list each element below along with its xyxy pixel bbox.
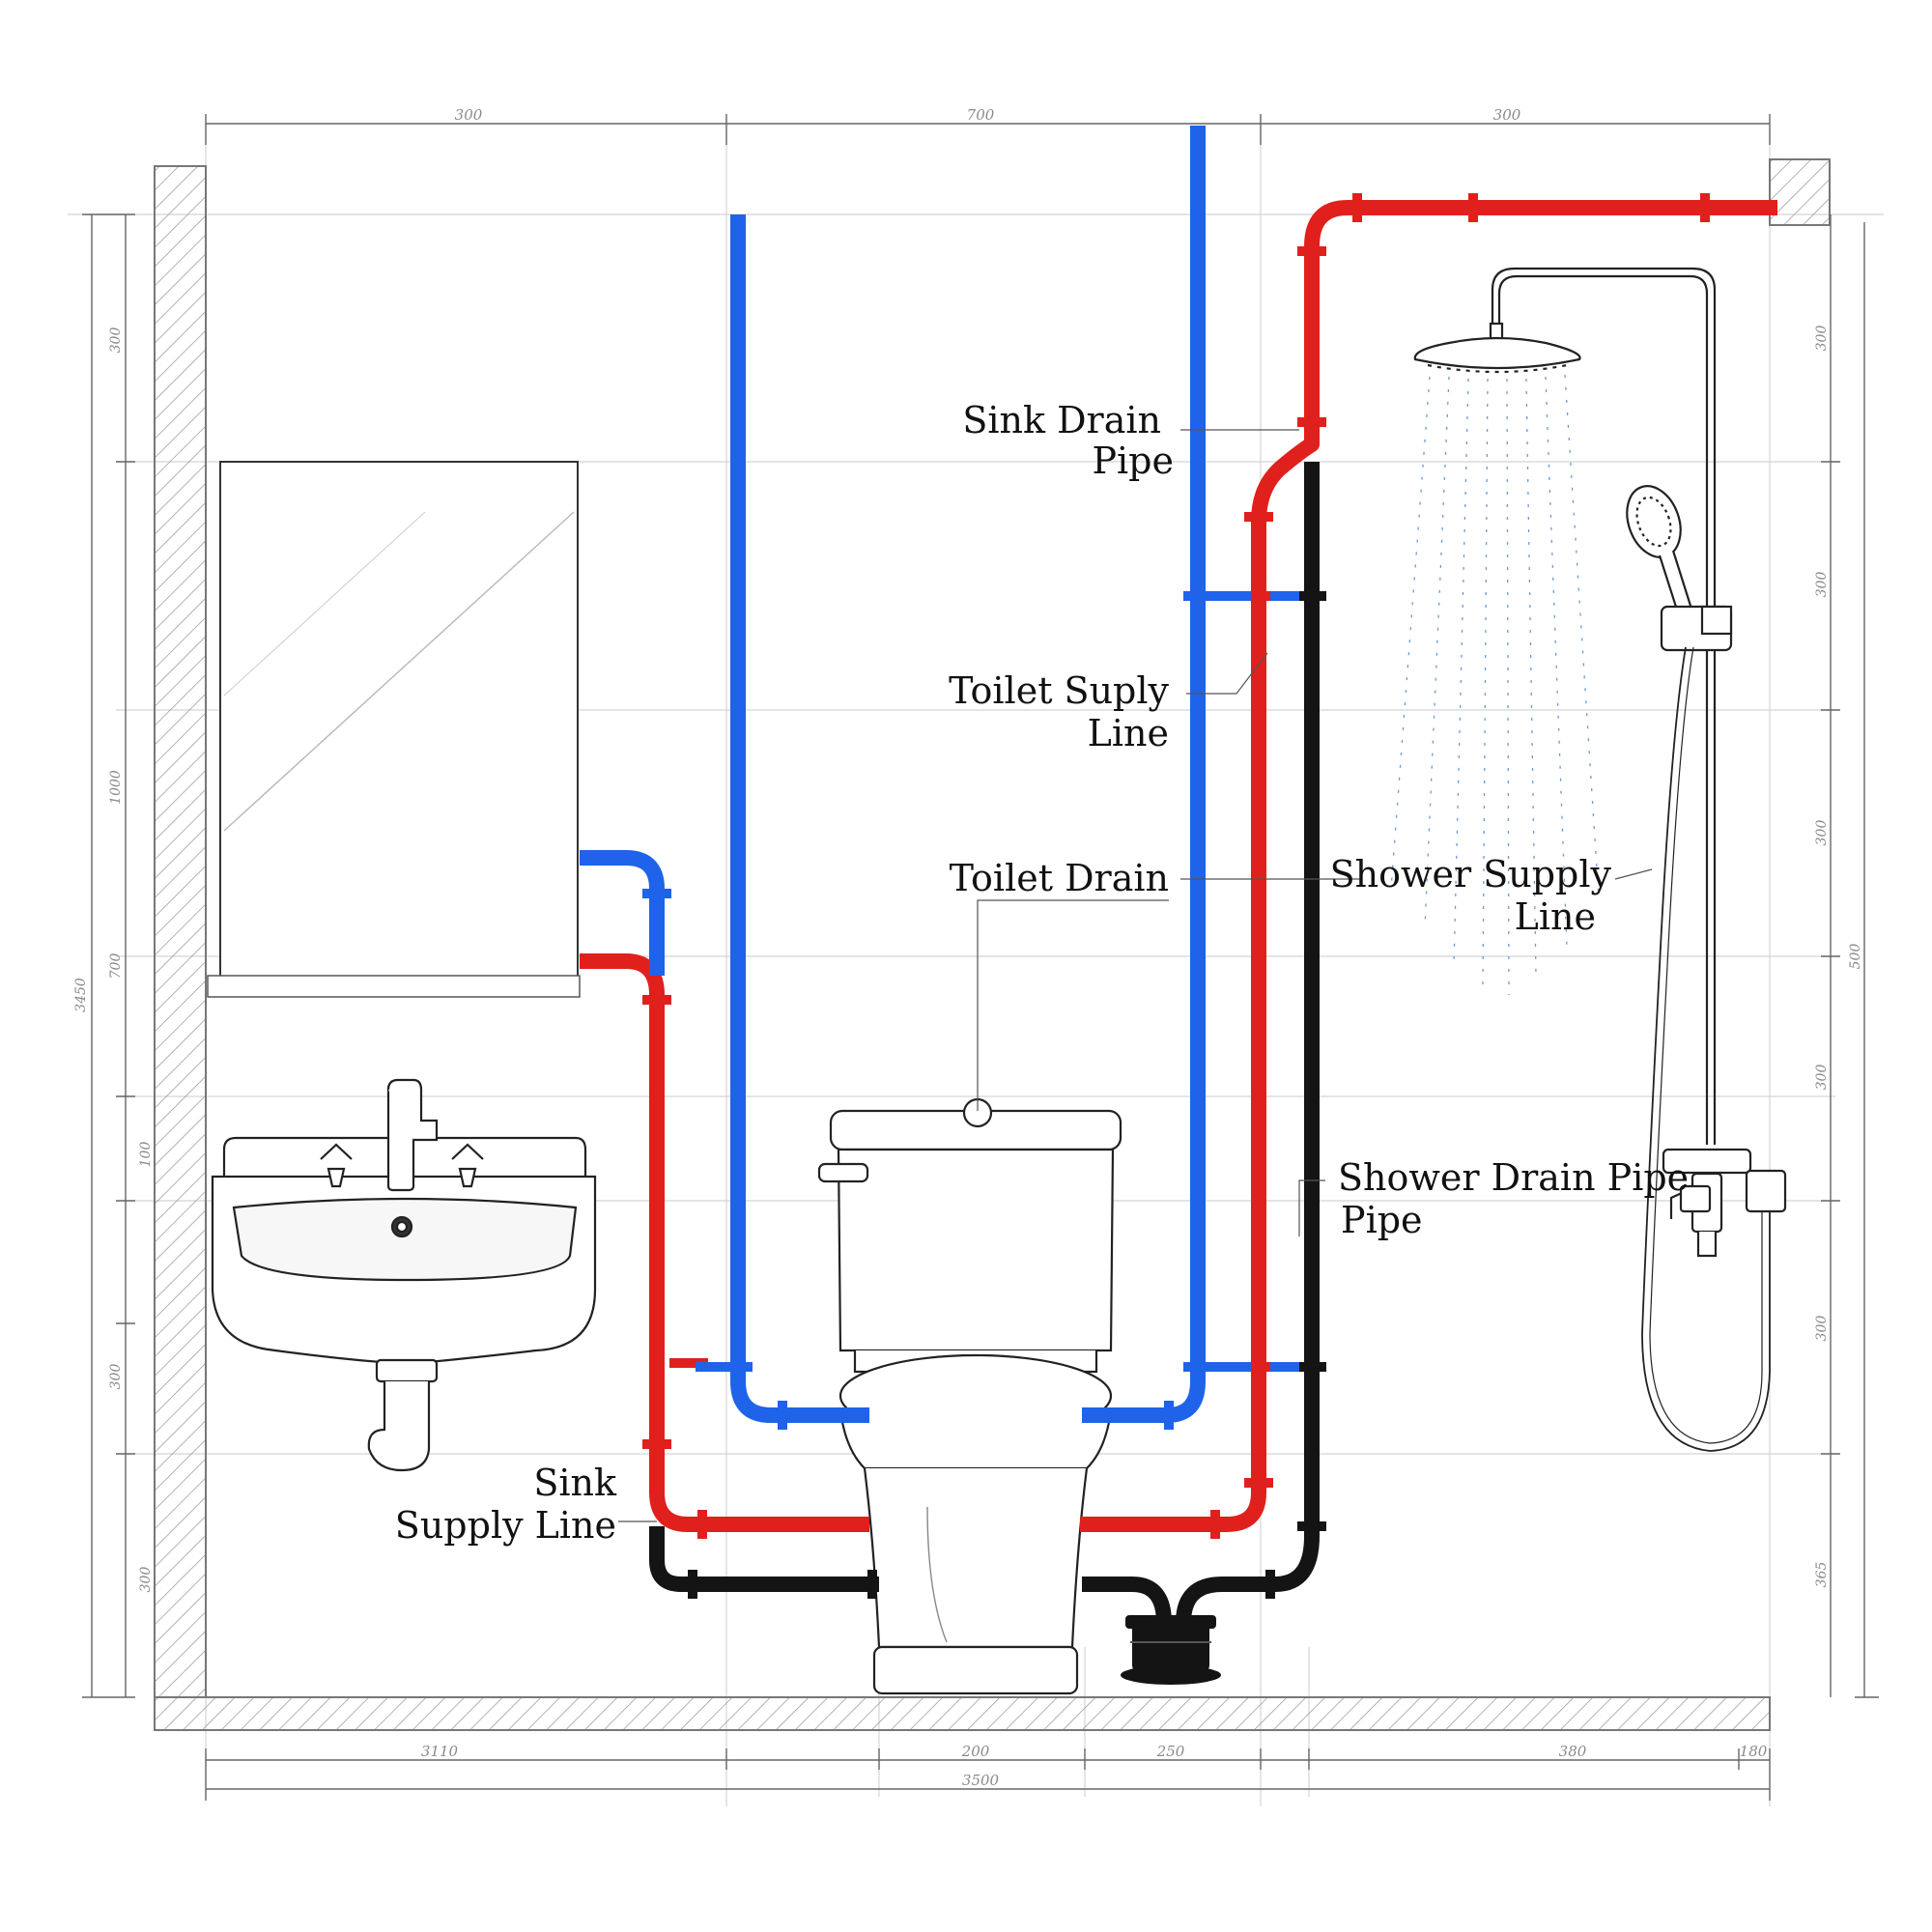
label-sink-drain-pipe: Sink Drain Pipe	[962, 399, 1174, 482]
dim-right-4: 300	[1814, 1065, 1830, 1091]
dim-right-2: 300	[1814, 572, 1830, 598]
mirror	[207, 461, 581, 998]
dim-right-5: 500	[1848, 944, 1863, 970]
hot-pipe-couplings	[642, 193, 1710, 1539]
dim-left-7: 300	[138, 1567, 154, 1593]
label-toilet-supply-line2: Line	[1088, 712, 1169, 754]
dim-right-6: 300	[1814, 1316, 1830, 1342]
dimension-labels-left: 300 1000 3450 700 100 300 300	[73, 327, 154, 1593]
dimension-labels-right: 300 300 300 300 500 300 365	[1814, 326, 1863, 1588]
cold-pipe-couplings	[642, 591, 1299, 1430]
label-sink-drain-line1: Sink Drain	[962, 399, 1161, 441]
shower	[1390, 267, 1787, 1452]
dim-bottom-3: 250	[1156, 1743, 1185, 1760]
dim-left-2: 1000	[108, 770, 124, 805]
dimension-lines	[82, 114, 1879, 1801]
sink	[211, 1078, 597, 1472]
hot-water-pipes	[580, 200, 1777, 1532]
dim-top-3: 300	[1493, 106, 1521, 124]
label-sink-supply-line: Sink Supply Line	[395, 1462, 617, 1547]
left-wall	[154, 165, 207, 1698]
dimension-labels-top: 300 700 300	[455, 106, 1521, 124]
label-sink-supply-line1: Sink	[533, 1462, 617, 1504]
dim-total: 3500	[962, 1772, 1000, 1789]
label-shower-supply-line2: Line	[1515, 895, 1596, 938]
water-spray	[1390, 374, 1600, 996]
dim-top-1: 300	[455, 106, 483, 124]
label-shower-drain-pipe: Shower Drain Pipe Pipe	[1338, 1156, 1689, 1241]
dim-left-5: 100	[138, 1142, 154, 1168]
dim-right-3: 300	[1814, 820, 1830, 846]
drain-couplings	[688, 591, 1326, 1599]
dim-right-1: 300	[1814, 326, 1830, 352]
dim-top-2: 700	[967, 106, 995, 124]
dim-left-1: 300	[108, 327, 124, 354]
leader-lines	[618, 429, 1653, 1522]
shower-mixer-valve	[1662, 1148, 1787, 1258]
dim-left-3: 3450	[73, 978, 89, 1012]
label-sink-supply-line2: Supply Line	[395, 1504, 616, 1547]
label-shower-supply-line: Shower Supply Line	[1330, 853, 1612, 938]
right-wall-stub	[1769, 158, 1831, 226]
dim-left-4: 700	[108, 953, 124, 980]
rain-shower-head-icon	[1413, 322, 1581, 374]
dim-bottom-4: 380	[1559, 1743, 1587, 1760]
dim-right-7: 365	[1814, 1562, 1830, 1588]
flush-lever-icon	[817, 1162, 869, 1183]
floor	[154, 1696, 1771, 1731]
dim-bottom-5: 180	[1740, 1743, 1768, 1760]
label-shower-drain-line1: Shower Drain Pipe	[1338, 1156, 1689, 1199]
hand-shower-icon	[1626, 485, 1733, 652]
toilet	[817, 1097, 1122, 1695]
label-toilet-supply-line1: Toilet Suply	[949, 669, 1169, 712]
label-sink-drain-line2: Pipe	[1092, 440, 1174, 482]
floor-drain-icon	[1121, 1615, 1221, 1685]
label-shower-drain-line2: Pipe	[1341, 1199, 1423, 1241]
label-toilet-drain: Toilet Drain	[950, 857, 1169, 899]
dimension-labels-bottom: 3110 200 250 380 180 3500	[421, 1743, 1768, 1789]
sink-handle-left	[320, 1143, 353, 1188]
dim-bottom-2: 200	[961, 1743, 990, 1760]
sink-handle-right	[451, 1143, 484, 1188]
dim-left-6: 300	[108, 1364, 124, 1390]
label-shower-supply-line1: Shower Supply	[1330, 853, 1612, 895]
dim-bottom-1: 3110	[421, 1743, 459, 1760]
label-toilet-drain-line1: Toilet Drain	[950, 857, 1169, 899]
label-toilet-supply-line: Toilet Suply Line	[949, 669, 1169, 754]
